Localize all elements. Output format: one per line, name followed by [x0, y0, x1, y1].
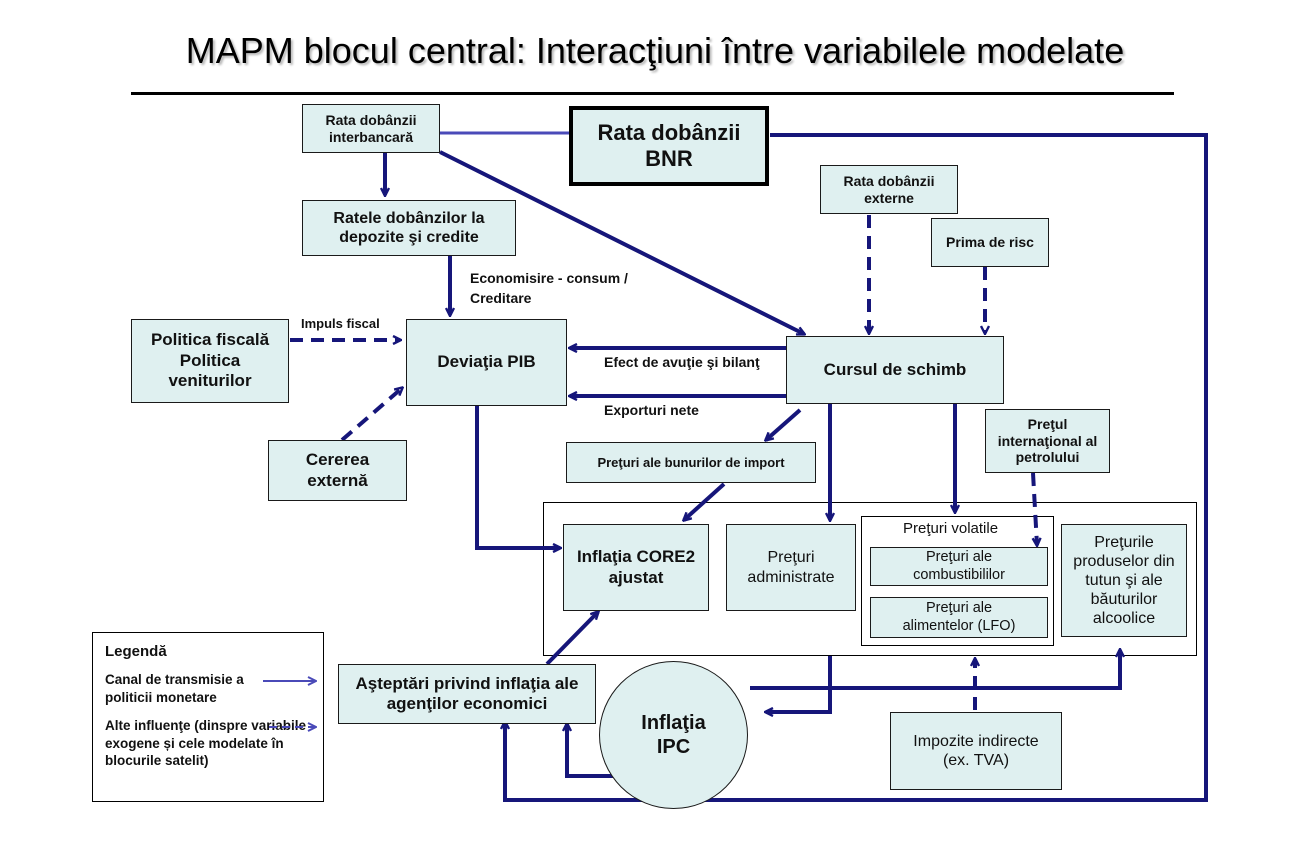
import-prices-node: Preţuri ale bunurilor de import [566, 442, 816, 483]
bnr-rate-node: Rata dobânzii BNR [569, 106, 769, 186]
legend-arrows [263, 633, 325, 803]
arrow-expectations-to-core2 [545, 612, 598, 666]
deposit-credit-rates-node: Ratele dobânzilor la depozite şi credite [302, 200, 516, 256]
title-rule [131, 92, 1174, 95]
legend: Legendă Canal de transmisie a politicii … [92, 632, 324, 802]
arrow-interbank-to-exchange [439, 150, 804, 336]
fiscal-impulse-label: Impuls fiscal [301, 316, 380, 331]
fiscal-policy-node: Politica fiscală Politica veniturilor [131, 319, 289, 403]
arrow-gdp-to-core2 [475, 406, 560, 548]
inflation-expectations-node: Aşteptări privind inflaţia ale agenţilor… [338, 664, 596, 724]
interbank-rate-node: Rata dobânzii interbancară [302, 104, 440, 153]
indirect-taxes-node: Impozite indirecte (ex. TVA) [890, 712, 1062, 790]
gdp-gap-node: Deviaţia PIB [406, 319, 567, 406]
administered-prices-node: Preţuri administrate [726, 524, 856, 611]
arrow-import-to-core2 [684, 482, 726, 520]
oil-price-node: Preţul internaţional al petrolului [985, 409, 1110, 473]
arrow-ipc-to-tobacco [750, 650, 1120, 690]
wealth-effect-label: Efect de avuţie şi bilanţ [604, 354, 760, 370]
arrow-ipc-to-expectations [567, 724, 615, 778]
dashed-arrow-external-demand [340, 388, 402, 442]
legend-solid-label: Canal de transmisie a politicii monetare [105, 672, 244, 705]
tobacco-alcohol-prices-node: Preţurile produselor din tutun şi ale bă… [1061, 524, 1187, 637]
cpi-inflation-node: Inflaţia IPC [599, 661, 748, 809]
arrow-components-to-ipc [766, 656, 832, 712]
volatile-prices-frame [861, 516, 1054, 646]
fuel-prices-node: Preţuri ale combustibililor [870, 547, 1048, 586]
exchange-rate-node: Cursul de schimb [786, 336, 1004, 404]
food-prices-node: Preţuri ale alimentelor (LFO) [870, 597, 1048, 638]
inflation-components-frame [543, 502, 1197, 656]
core2-inflation-node: Inflaţia CORE2 ajustat [563, 524, 709, 611]
net-exports-label: Exporturi nete [604, 402, 699, 418]
dashed-arrow-oil-to-fuel [1031, 472, 1037, 545]
arrow-bnr-to-expectations [505, 133, 1208, 802]
legend-dashed-label: Alte influenţe (dinspre variabile exogen… [105, 718, 307, 769]
arrow-exchange-to-import [766, 408, 802, 440]
risk-premium-node: Prima de risc [931, 218, 1049, 267]
external-rate-node: Rata dobânzii externe [820, 165, 958, 214]
external-demand-node: Cererea externă [268, 440, 407, 501]
volatile-prices-label: Preţuri volatile [903, 520, 999, 537]
page-title: MAPM blocul central: Interacţiuni între … [185, 30, 1125, 71]
legend-title: Legendă [105, 643, 167, 660]
savings-consumption-label: Economisire - consum / Creditare [470, 270, 628, 307]
